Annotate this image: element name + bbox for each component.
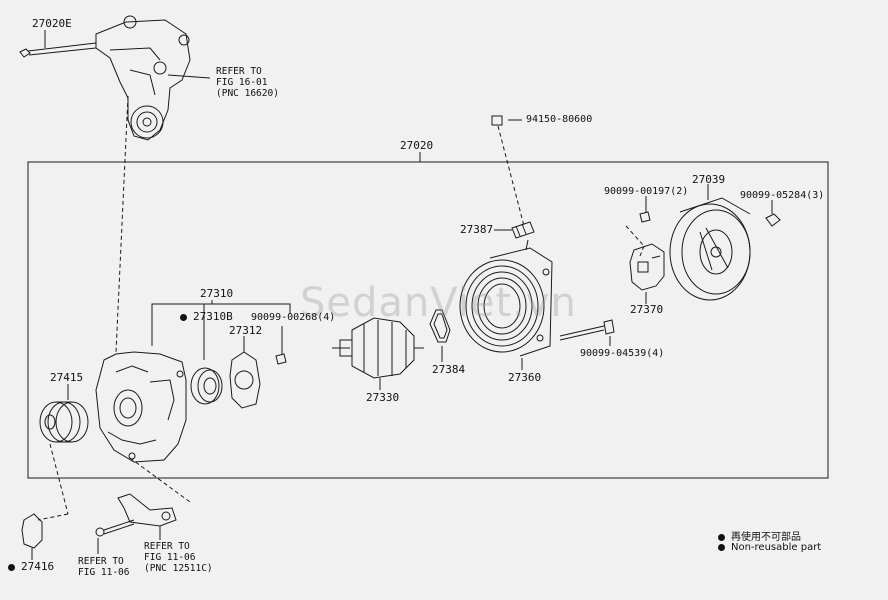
refer-to-fig-11-06: REFER TO FIG 11-06 bbox=[78, 556, 130, 578]
assembly-frame bbox=[27, 161, 829, 479]
label-27370: 27370 bbox=[630, 303, 664, 316]
label-27039: 27039 bbox=[692, 173, 726, 186]
refer-to-fig-16-01: REFER TO FIG 16-01 (PNC 16620) bbox=[216, 66, 279, 99]
label-90099-00268: 90099-00268(4) bbox=[251, 312, 336, 323]
alternator-bracket-drawing bbox=[95, 15, 191, 141]
label-27416: 27416 bbox=[8, 561, 54, 572]
legend-jp: 再使用不可部品 bbox=[718, 528, 801, 543]
cap-27416-drawing bbox=[21, 513, 43, 549]
gasket-27384-drawing bbox=[429, 309, 451, 343]
rear-housing-27360-drawing bbox=[459, 247, 553, 357]
label-27330: 27330 bbox=[366, 391, 400, 404]
non-reusable-dot-icon bbox=[180, 314, 187, 321]
rear-cover-27039-drawing bbox=[669, 197, 751, 301]
bolt-90099-04539-drawing bbox=[559, 319, 615, 341]
non-reusable-dot-icon bbox=[718, 534, 725, 541]
pulley-27415-drawing bbox=[39, 401, 89, 443]
plate-27312-drawing bbox=[229, 351, 261, 409]
front-housing-27310-drawing bbox=[95, 351, 187, 463]
label-27360: 27360 bbox=[508, 371, 542, 384]
part-27387-drawing bbox=[511, 221, 535, 251]
label-27415: 27415 bbox=[50, 371, 84, 384]
label-90099-04539: 90099-04539(4) bbox=[580, 348, 665, 359]
label-27310b: 27310B bbox=[180, 311, 233, 322]
bearing-27310b-drawing bbox=[190, 367, 223, 405]
refer-to-fig-11-06-pnc: REFER TO FIG 11-06 (PNC 12511C) bbox=[144, 541, 213, 574]
non-reusable-dot-icon bbox=[718, 544, 725, 551]
bolt-27020e-drawing bbox=[19, 42, 97, 58]
watermark: SedanViet.vn bbox=[300, 280, 577, 326]
label-90099-00197: 90099-00197(2) bbox=[604, 186, 689, 197]
non-reusable-dot-icon bbox=[8, 564, 15, 571]
label-94150-80600: 94150-80600 bbox=[526, 114, 593, 125]
label-27020: 27020 bbox=[400, 139, 434, 152]
label-27020e: 27020E bbox=[32, 17, 72, 30]
label-27384: 27384 bbox=[432, 363, 466, 376]
bottom-bracket-drawing bbox=[95, 493, 177, 537]
label-27387: 27387 bbox=[460, 223, 494, 236]
label-90099-05284: 90099-05284(3) bbox=[740, 190, 825, 201]
regulator-27370-drawing bbox=[629, 243, 665, 291]
legend-en: Non-reusable part bbox=[718, 542, 821, 553]
label-27310: 27310 bbox=[200, 287, 234, 300]
rotor-27330-drawing bbox=[332, 317, 424, 379]
label-27312: 27312 bbox=[229, 324, 263, 337]
